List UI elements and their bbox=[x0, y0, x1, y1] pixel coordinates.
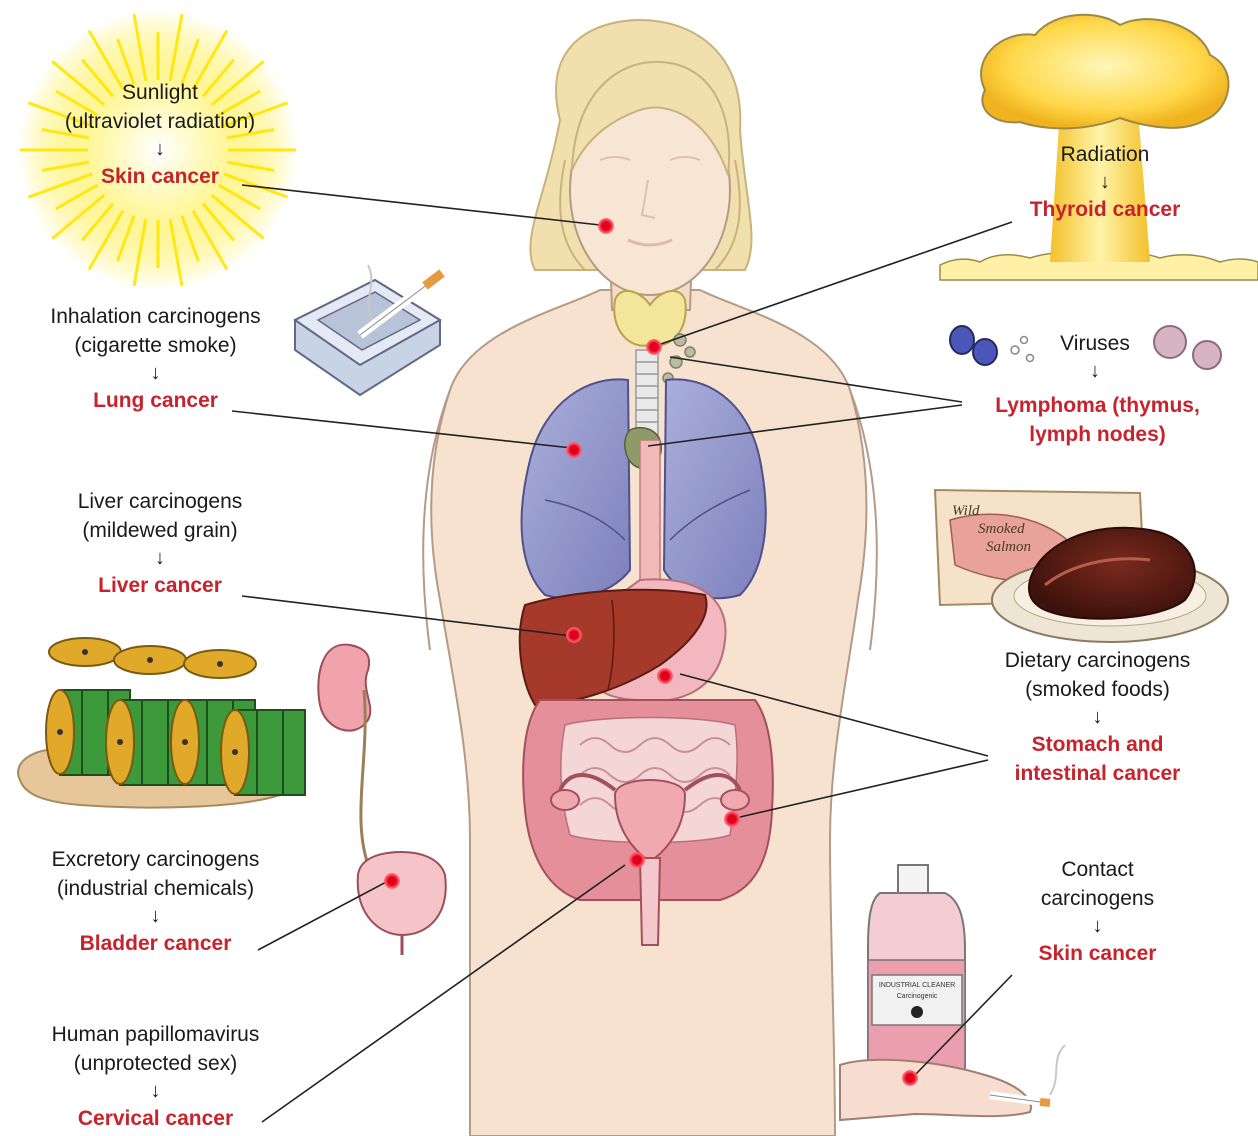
label-inhalation: Inhalation carcinogens (cigarette smoke)… bbox=[18, 302, 293, 415]
label-viruses: Viruses ↓ bbox=[1040, 329, 1150, 384]
cause-text: (mildewed grain) bbox=[40, 516, 280, 545]
cause-text: (unprotected sex) bbox=[18, 1049, 293, 1078]
down-arrow-icon: ↓ bbox=[965, 704, 1230, 730]
cancer-type: Skin cancer bbox=[1000, 939, 1195, 968]
cause-text: (smoked foods) bbox=[965, 675, 1230, 704]
down-arrow-icon: ↓ bbox=[40, 136, 280, 162]
label-contact: Contact carcinogens ↓ Skin cancer bbox=[1000, 855, 1195, 968]
label-liver: Liver carcinogens (mildewed grain) ↓ Liv… bbox=[40, 487, 280, 600]
tumor-spot-cervix bbox=[629, 852, 645, 868]
ashtray-illustration bbox=[295, 265, 442, 395]
cancer-type: Stomach and bbox=[965, 730, 1230, 759]
down-arrow-icon: ↓ bbox=[18, 903, 293, 929]
cancer-type: Lung cancer bbox=[18, 386, 293, 415]
cancer-type: Bladder cancer bbox=[18, 929, 293, 958]
cause-text: (cigarette smoke) bbox=[18, 331, 293, 360]
cause-text: (industrial chemicals) bbox=[18, 874, 293, 903]
down-arrow-icon: ↓ bbox=[1000, 169, 1210, 195]
cause-text: Radiation bbox=[1000, 140, 1210, 169]
cause-text: Inhalation carcinogens bbox=[18, 302, 293, 331]
bottle-label-text: Carcinogenic bbox=[897, 993, 938, 1000]
cancer-type: Cervical cancer bbox=[18, 1104, 293, 1133]
chemical-barrels-illustration bbox=[18, 638, 305, 808]
cancer-type: lymph nodes) bbox=[955, 420, 1240, 449]
barrel bbox=[184, 650, 256, 678]
package-label-text: Smoked bbox=[978, 521, 1025, 537]
label-dietary: Dietary carcinogens (smoked foods) ↓ Sto… bbox=[965, 646, 1230, 788]
cause-text: Human papillomavirus bbox=[18, 1020, 293, 1049]
tumor-spot-face bbox=[598, 218, 614, 234]
cause-text: Sunlight bbox=[40, 78, 280, 107]
tumor-spot-liver bbox=[566, 627, 582, 643]
cause-text: (ultraviolet radiation) bbox=[40, 107, 280, 136]
tumor-spot-intestine bbox=[724, 811, 740, 827]
cause-text: Liver carcinogens bbox=[40, 487, 280, 516]
cancer-type: Skin cancer bbox=[40, 162, 280, 191]
human-body-figure bbox=[423, 20, 877, 1136]
cancer-type: Liver cancer bbox=[40, 571, 280, 600]
cancer-type: intestinal cancer bbox=[965, 759, 1230, 788]
tumor-spot-stomach bbox=[657, 668, 673, 684]
down-arrow-icon: ↓ bbox=[1040, 358, 1150, 384]
package-label-text: Salmon bbox=[986, 539, 1031, 555]
down-arrow-icon: ↓ bbox=[1000, 913, 1195, 939]
bottle-label-text: INDUSTRIAL CLEANER bbox=[879, 982, 955, 989]
label-radiation: Radiation ↓ Thyroid cancer bbox=[1000, 140, 1210, 224]
package-label-text: Wild bbox=[952, 503, 980, 519]
label-lymphoma: Lymphoma (thymus, lymph nodes) bbox=[955, 391, 1240, 449]
tumor-spot-hand bbox=[902, 1070, 918, 1086]
cause-text: Viruses bbox=[1040, 329, 1150, 358]
barrel bbox=[114, 646, 186, 674]
barrel bbox=[49, 638, 121, 666]
down-arrow-icon: ↓ bbox=[18, 360, 293, 386]
tumor-spot-lung bbox=[566, 442, 582, 458]
tumor-spot-thyroid bbox=[646, 339, 662, 355]
down-arrow-icon: ↓ bbox=[40, 545, 280, 571]
label-hpv: Human papillomavirus (unprotected sex) ↓… bbox=[18, 1020, 293, 1133]
cause-text: carcinogens bbox=[1000, 884, 1195, 913]
label-sunlight: Sunlight (ultraviolet radiation) ↓ Skin … bbox=[40, 78, 280, 191]
cause-text: Dietary carcinogens bbox=[965, 646, 1230, 675]
barrel bbox=[221, 710, 305, 795]
cause-text: Contact bbox=[1000, 855, 1195, 884]
tumor-spot-bladder bbox=[384, 873, 400, 889]
smoked-food-illustration: Wild Smoked Salmon bbox=[935, 490, 1228, 642]
cancer-type: Thyroid cancer bbox=[1000, 195, 1210, 224]
label-excretory: Excretory carcinogens (industrial chemic… bbox=[18, 845, 293, 958]
cause-text: Excretory carcinogens bbox=[18, 845, 293, 874]
cancer-type: Lymphoma (thymus, bbox=[955, 391, 1240, 420]
down-arrow-icon: ↓ bbox=[18, 1078, 293, 1104]
